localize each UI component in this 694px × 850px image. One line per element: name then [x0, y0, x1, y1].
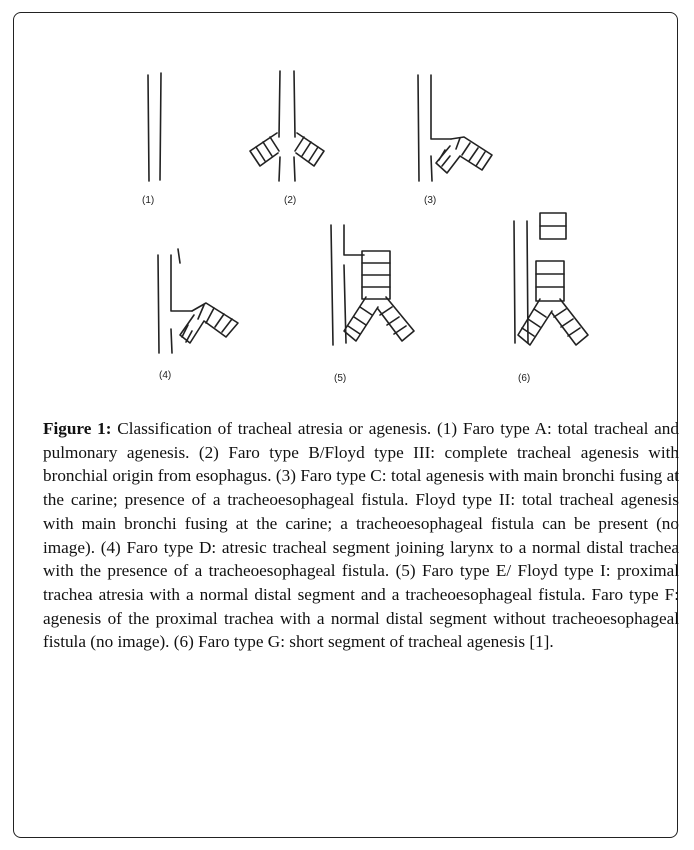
panel-5-drawing — [331, 225, 414, 345]
caption-text: Classification of tracheal atresia or ag… — [43, 419, 679, 651]
tracheal-atresia-diagram: (1) (2) (3) (4) (5) (6) — [104, 53, 604, 393]
figure-box: (1) (2) (3) (4) (5) (6) Figure 1: Classi… — [13, 12, 678, 838]
caption-label: Figure 1: — [43, 419, 112, 438]
panel-3-drawing — [418, 75, 492, 181]
panel-6-drawing — [514, 213, 588, 345]
figure-caption: Figure 1: Classification of tracheal atr… — [43, 417, 679, 654]
panel-2-drawing — [250, 71, 324, 181]
figure-illustration: (1) (2) (3) (4) (5) (6) — [104, 53, 604, 393]
panel-label-1: (1) — [142, 195, 154, 206]
panel-label-5: (5) — [334, 373, 346, 384]
panel-1-drawing — [148, 73, 161, 181]
panel-4-drawing — [158, 249, 238, 353]
panel-label-4: (4) — [159, 370, 171, 381]
panel-label-6: (6) — [518, 373, 530, 384]
panel-label-3: (3) — [424, 195, 436, 206]
panel-label-2: (2) — [284, 195, 296, 206]
